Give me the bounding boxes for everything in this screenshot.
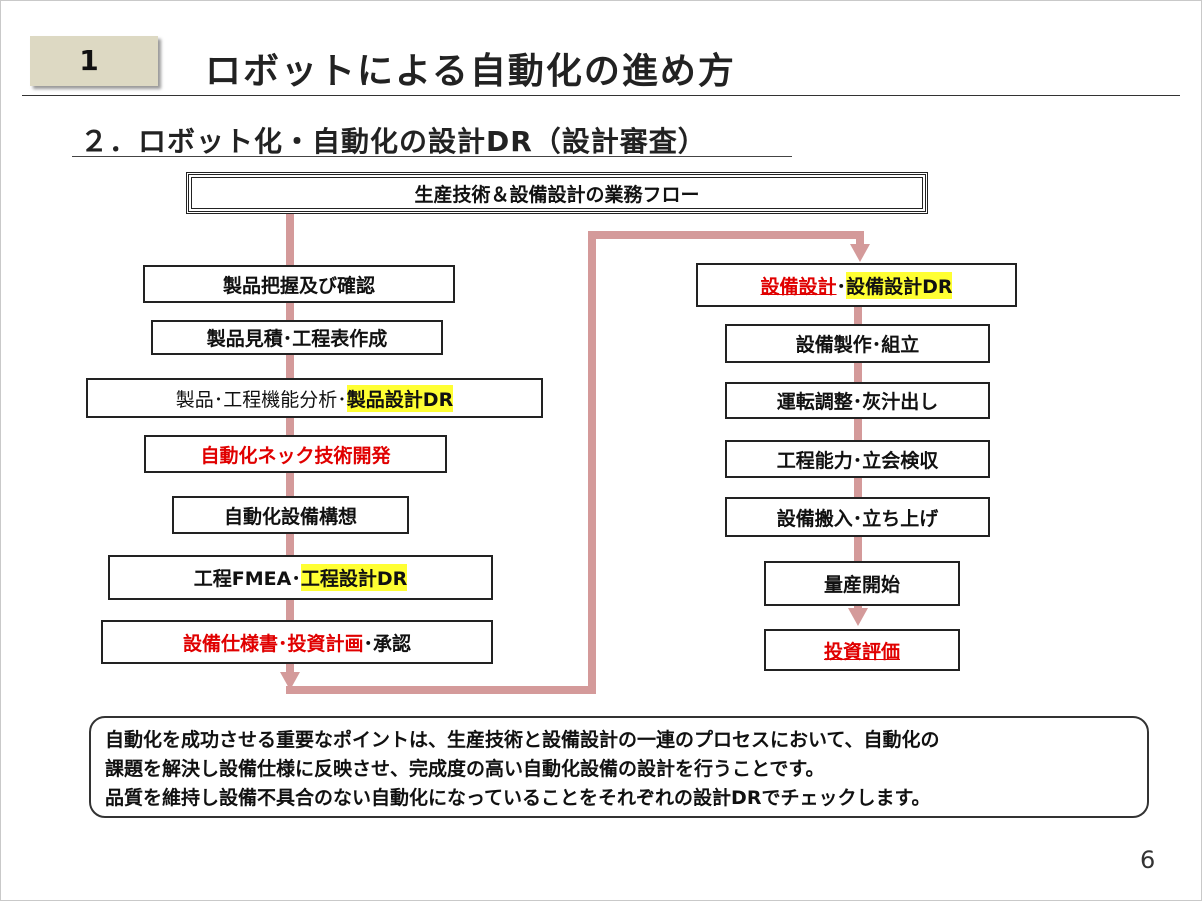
left-step-1-label: 製品把握及び確認: [222, 274, 375, 297]
flow-line-middle-vertical: [588, 231, 596, 694]
right-step-2-label: 設備製作･組立: [795, 334, 920, 356]
left-step-5-label: 自動化設備構想: [223, 505, 357, 528]
right-step-1-separator: ･: [836, 275, 847, 298]
section-number-badge: 1: [30, 36, 158, 86]
left-step-5-box: 自動化設備構想: [172, 496, 409, 534]
right-step-3-box: 運転調整･灰汁出し: [725, 382, 990, 419]
summary-line-1: 自動化を成功させる重要なポイントは、生産技術と設備設計の一連のプロセスにおいて、…: [105, 729, 940, 751]
flow-arrow-right-bottom: [848, 608, 868, 626]
left-step-7-box: 設備仕様書･投資計画･承認: [101, 620, 493, 664]
flow-arrow-left-bottom: [280, 672, 300, 690]
left-step-3-label: 製品･工程機能分析･: [175, 388, 347, 411]
slide-title: ロボットによる自動化の進め方: [205, 51, 736, 92]
flow-header-box: 生産技術＆設備設計の業務フロー: [186, 172, 928, 214]
right-step-1-box: 設備設計･設備設計DR: [696, 263, 1017, 307]
subtitle-underline: [72, 156, 792, 157]
page-number: 6: [1140, 846, 1156, 874]
left-step-6-box: 工程FMEA･工程設計DR: [108, 555, 493, 600]
summary-line-2: 課題を解決し設備仕様に反映させ、完成度の高い自動化設備の設計を行うことです。: [105, 758, 825, 780]
right-step-5-box: 設備搬入･立ち上げ: [725, 497, 990, 537]
flow-arrow-right-top: [850, 244, 870, 262]
flow-line-bottom-horizontal: [286, 686, 596, 694]
right-step-6-label: 量産開始: [823, 574, 900, 596]
right-step-5-label: 設備搬入･立ち上げ: [776, 507, 939, 530]
left-step-2-label: 製品見積･工程表作成: [206, 328, 388, 350]
right-step-1-red-label: 設備設計: [760, 275, 837, 298]
left-step-2-box: 製品見積･工程表作成: [151, 320, 443, 355]
flow-line-right-entry: [856, 231, 864, 245]
left-step-6-highlight: 工程設計DR: [300, 564, 408, 591]
right-step-7-label: 投資評価: [823, 640, 900, 663]
title-divider: [22, 95, 1180, 96]
left-step-3-box: 製品･工程機能分析･製品設計DR: [86, 378, 543, 418]
left-step-4-label: 自動化ネック技術開発: [200, 444, 391, 467]
right-step-6-box: 量産開始: [764, 561, 960, 606]
right-step-4-label: 工程能力･立会検収: [776, 449, 939, 472]
left-step-7-red-label: 設備仕様書･投資計画: [182, 632, 364, 655]
right-step-3-label: 運転調整･灰汁出し: [776, 391, 939, 413]
flow-header-label: 生産技術＆設備設計の業務フロー: [414, 183, 700, 206]
left-step-7-label: ･承認: [363, 632, 412, 655]
left-step-6-label: 工程FMEA･: [193, 568, 301, 590]
right-step-2-box: 設備製作･組立: [725, 324, 990, 363]
slide-subtitle: ２．ロボット化・自動化の設計DR（設計審査）: [80, 125, 707, 158]
left-step-1-box: 製品把握及び確認: [143, 265, 455, 303]
right-step-1-highlight: 設備設計DR: [846, 271, 953, 299]
flow-line-top-horizontal: [588, 231, 864, 239]
right-step-7-box: 投資評価: [764, 629, 960, 671]
summary-line-3: 品質を維持し設備不具合のない自動化になっていることをそれぞれの設計DRでチェック…: [105, 787, 931, 809]
left-step-3-highlight: 製品設計DR: [346, 384, 454, 412]
right-step-4-box: 工程能力･立会検収: [725, 440, 990, 478]
summary-callout: 自動化を成功させる重要なポイントは、生産技術と設備設計の一連のプロセスにおいて、…: [89, 716, 1149, 818]
left-step-4-box: 自動化ネック技術開発: [144, 435, 447, 473]
